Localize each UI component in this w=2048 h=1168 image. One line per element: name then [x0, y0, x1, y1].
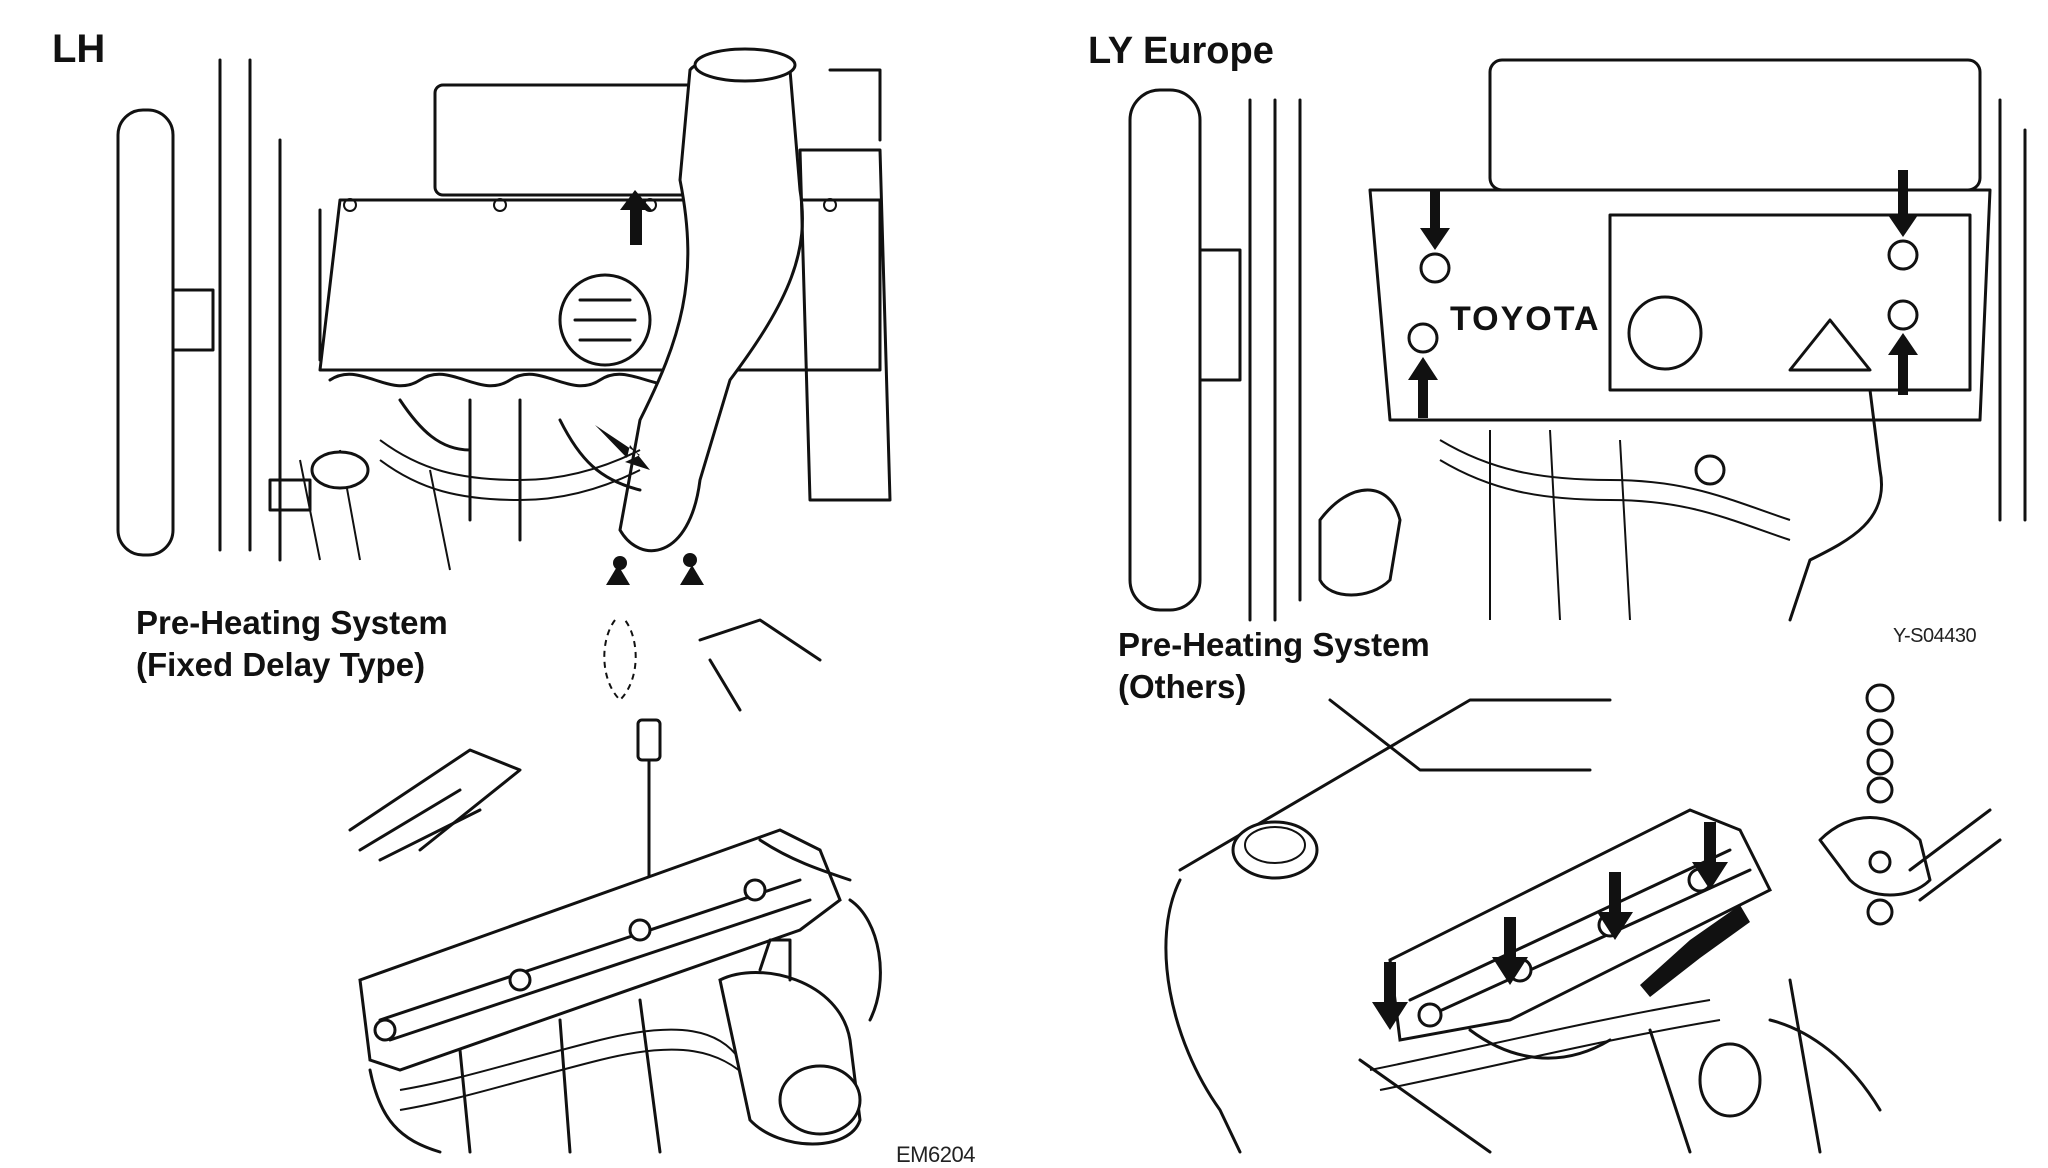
arrow-down-icon	[1692, 822, 1728, 890]
toyota-emblem: TOYOTA	[1450, 300, 1601, 338]
arrow-down-icon	[1888, 170, 1918, 237]
others-label-line1: Pre-Heating System	[1118, 626, 1430, 663]
preheating-others-drawing	[1164, 683, 2002, 1154]
panel-lh: LH	[0, 0, 1000, 610]
washer-stack	[1865, 683, 1895, 926]
arrow-down-icon	[1420, 190, 1450, 250]
fixed-delay-label-line1: Pre-Heating System	[136, 604, 448, 641]
ly-europe-part-code: Y-S04430	[1893, 625, 1977, 647]
preheating-fixed-delay-drawing	[348, 618, 882, 1154]
fixed-delay-part-code: EM6204	[896, 1142, 975, 1167]
arrow-diagonal-icon	[595, 425, 650, 470]
arrow-down-icon	[1597, 872, 1633, 940]
engine-lh-drawing	[116, 47, 892, 585]
arrow-up-icon	[1408, 357, 1438, 418]
arrow-up-icon	[680, 565, 704, 585]
arrow-up-icon	[606, 565, 630, 585]
ly-europe-label: LY Europe	[1088, 30, 1274, 72]
panel-ly-europe: TOYOTA LY Europe Y-S04430	[1088, 0, 2048, 647]
arrow-up-icon	[1888, 333, 1918, 395]
arrow-down-icon	[1372, 962, 1408, 1030]
arrow-diagonal-icon	[1640, 905, 1750, 997]
lh-label: LH	[52, 27, 106, 71]
fixed-delay-label-line2: (Fixed Delay Type)	[136, 646, 426, 683]
others-label-line2: (Others)	[1118, 668, 1247, 705]
panel-fixed-delay: Pre-Heating System (Fixed Delay Type) EM…	[0, 600, 1000, 1167]
arrow-up-icon	[620, 190, 652, 245]
panel-others: Pre-Heating System (Others)	[1090, 627, 2048, 1154]
arrow-down-icon	[1492, 917, 1528, 985]
engine-ly-europe-drawing: TOYOTA	[1128, 58, 2027, 622]
